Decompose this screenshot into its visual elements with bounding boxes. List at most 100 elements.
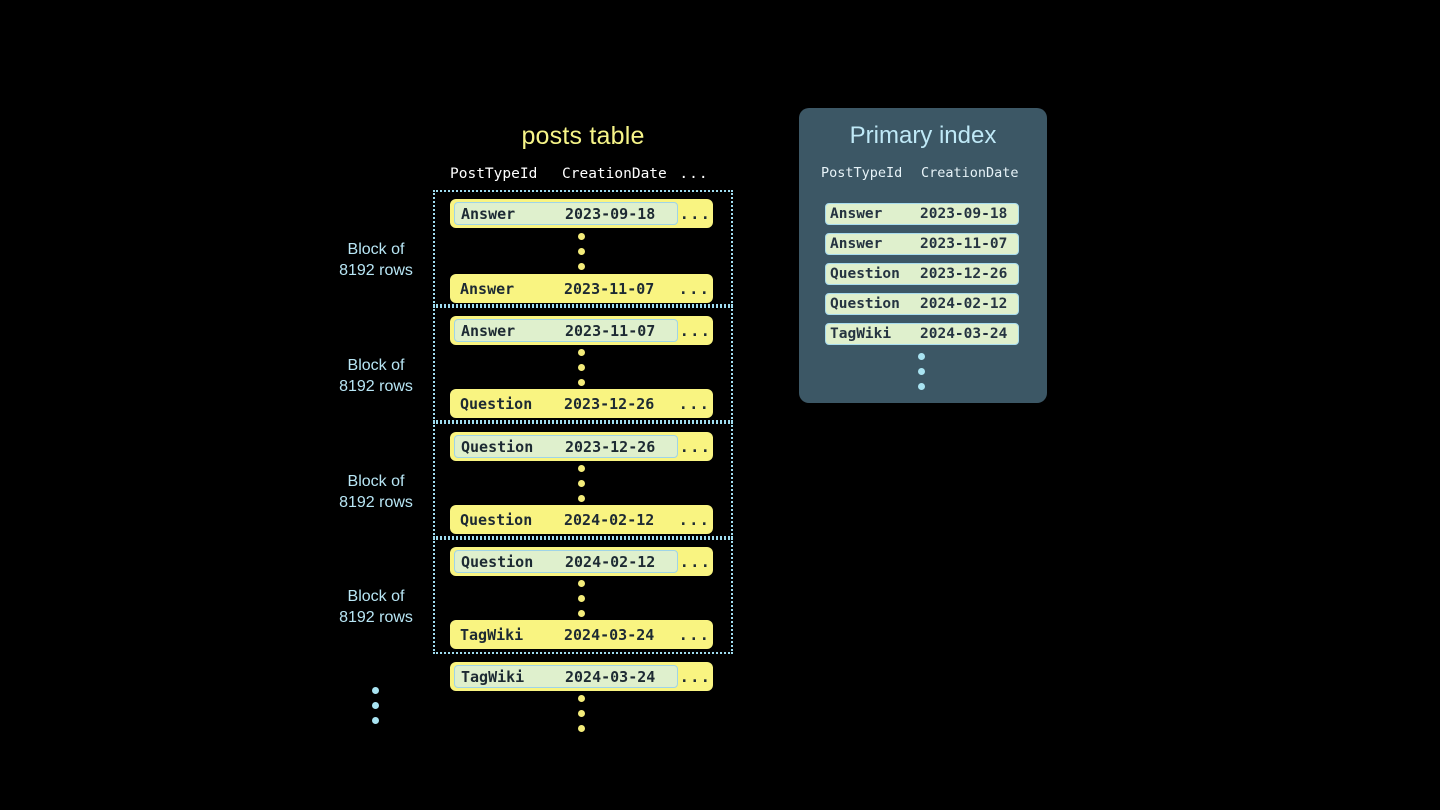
block-2	[433, 306, 733, 422]
cell-ellipsis: ...	[678, 394, 711, 413]
table-row-trailing: TagWiki 2024-03-24 ...	[450, 662, 713, 691]
dot	[372, 717, 379, 724]
cell-ellipsis: ...	[679, 204, 712, 223]
cell-ellipsis: ...	[679, 552, 712, 571]
block-4-label-line1: Block of	[347, 588, 405, 605]
index-column-header-posttypeid: PostTypeId	[821, 165, 903, 181]
cell-creationdate: 2024-03-24	[565, 667, 656, 686]
cell-ellipsis: ...	[679, 437, 712, 456]
cell-ellipsis: ...	[678, 510, 711, 529]
index-row: Question 2023-12-26	[825, 263, 1019, 285]
primary-index-panel: Primary index PostTypeId CreationDate An…	[799, 108, 1047, 403]
block-4	[433, 538, 733, 654]
posts-table-title: posts table	[521, 122, 645, 150]
row-cells: Question 2023-12-26	[454, 392, 676, 415]
dot	[578, 480, 585, 487]
cell-ellipsis: ...	[678, 279, 711, 298]
block-1-label: Block of 8192 rows	[311, 239, 441, 281]
cell-posttypeid: Answer	[461, 321, 516, 340]
cell-creationdate: 2023-11-07	[565, 321, 656, 340]
cell-posttypeid: Answer	[461, 204, 516, 223]
dot	[578, 695, 585, 702]
row-ellipsis-dots	[578, 580, 585, 617]
table-row: Question 2024-02-12 ...	[450, 505, 713, 534]
cell-posttypeid: Question	[830, 266, 900, 282]
table-row: Answer 2023-09-18 ...	[450, 199, 713, 228]
block-4-label: Block of 8192 rows	[311, 586, 441, 628]
row-ellipsis-dots	[578, 465, 585, 502]
cell-posttypeid: Question	[460, 394, 533, 413]
cell-posttypeid: TagWiki	[830, 326, 892, 342]
cell-posttypeid: Question	[461, 552, 534, 571]
dot	[578, 263, 585, 270]
dot	[578, 495, 585, 502]
dot	[578, 364, 585, 371]
cell-ellipsis: ...	[679, 667, 712, 686]
block-3-label-line1: Block of	[347, 473, 405, 490]
table-row: Question 2024-02-12 ...	[450, 547, 713, 576]
table-row: Question 2023-12-26 ...	[450, 432, 713, 461]
cell-creationdate: 2023-12-26	[564, 394, 655, 413]
cell-posttypeid: Answer	[830, 236, 883, 252]
dot	[578, 233, 585, 240]
dot	[578, 379, 585, 386]
row-cells: Question 2023-12-26	[454, 435, 678, 458]
cell-creationdate: 2024-03-24	[920, 326, 1008, 342]
row-cells: TagWiki 2024-03-24	[454, 665, 678, 688]
index-column-header-creationdate: CreationDate	[921, 165, 1019, 181]
cell-posttypeid: Question	[830, 296, 900, 312]
dot	[578, 465, 585, 472]
cell-posttypeid: Question	[461, 437, 534, 456]
row-ellipsis-dots	[578, 233, 585, 270]
cell-creationdate: 2023-12-26	[565, 437, 656, 456]
dot	[918, 368, 925, 375]
table-row: Answer 2023-11-07 ...	[450, 274, 713, 303]
dot	[578, 248, 585, 255]
posts-table-column-headers: PostTypeId CreationDate ...	[450, 166, 714, 182]
table-row: Question 2023-12-26 ...	[450, 389, 713, 418]
row-cells: Answer 2023-11-07	[454, 319, 678, 342]
table-row: TagWiki 2024-03-24 ...	[450, 620, 713, 649]
cell-creationdate: 2024-03-24	[564, 625, 655, 644]
table-continuation-dots	[578, 695, 585, 732]
row-cells: Answer 2023-09-18	[454, 202, 678, 225]
dot	[578, 580, 585, 587]
dot	[578, 349, 585, 356]
index-continuation-dots	[918, 353, 925, 390]
cell-posttypeid: Answer	[830, 206, 883, 222]
column-header-creationdate: CreationDate	[562, 166, 667, 182]
cell-ellipsis: ...	[678, 625, 711, 644]
cell-posttypeid: TagWiki	[460, 625, 524, 644]
cell-creationdate: 2023-12-26	[920, 266, 1008, 282]
primary-index-title: Primary index	[849, 122, 997, 149]
dot	[578, 595, 585, 602]
cell-posttypeid: TagWiki	[461, 667, 525, 686]
dot	[372, 702, 379, 709]
blocks-continuation-dots	[372, 687, 379, 724]
cell-posttypeid: Answer	[460, 279, 515, 298]
cell-creationdate: 2024-02-12	[565, 552, 656, 571]
cell-creationdate: 2023-09-18	[920, 206, 1008, 222]
column-header-ellipsis: ...	[679, 166, 709, 182]
dot	[918, 353, 925, 360]
block-2-label-line2: 8192 rows	[339, 378, 413, 395]
dot	[578, 725, 585, 732]
index-row: Question 2024-02-12	[825, 293, 1019, 315]
block-1	[433, 190, 733, 306]
table-row: Answer 2023-11-07 ...	[450, 316, 713, 345]
row-ellipsis-dots	[578, 349, 585, 386]
cell-creationdate: 2023-09-18	[565, 204, 656, 223]
cell-posttypeid: Question	[460, 510, 533, 529]
cell-creationdate: 2023-11-07	[920, 236, 1008, 252]
cell-creationdate: 2024-02-12	[920, 296, 1008, 312]
block-2-label-line1: Block of	[347, 357, 405, 374]
dot	[372, 687, 379, 694]
dot	[578, 710, 585, 717]
block-4-label-line2: 8192 rows	[339, 609, 413, 626]
index-row: Answer 2023-09-18	[825, 203, 1019, 225]
block-3-label-line2: 8192 rows	[339, 494, 413, 511]
row-cells: Question 2024-02-12	[454, 508, 676, 531]
column-header-posttypeid: PostTypeId	[450, 166, 538, 182]
primary-index-column-headers: PostTypeId CreationDate	[821, 165, 1031, 181]
